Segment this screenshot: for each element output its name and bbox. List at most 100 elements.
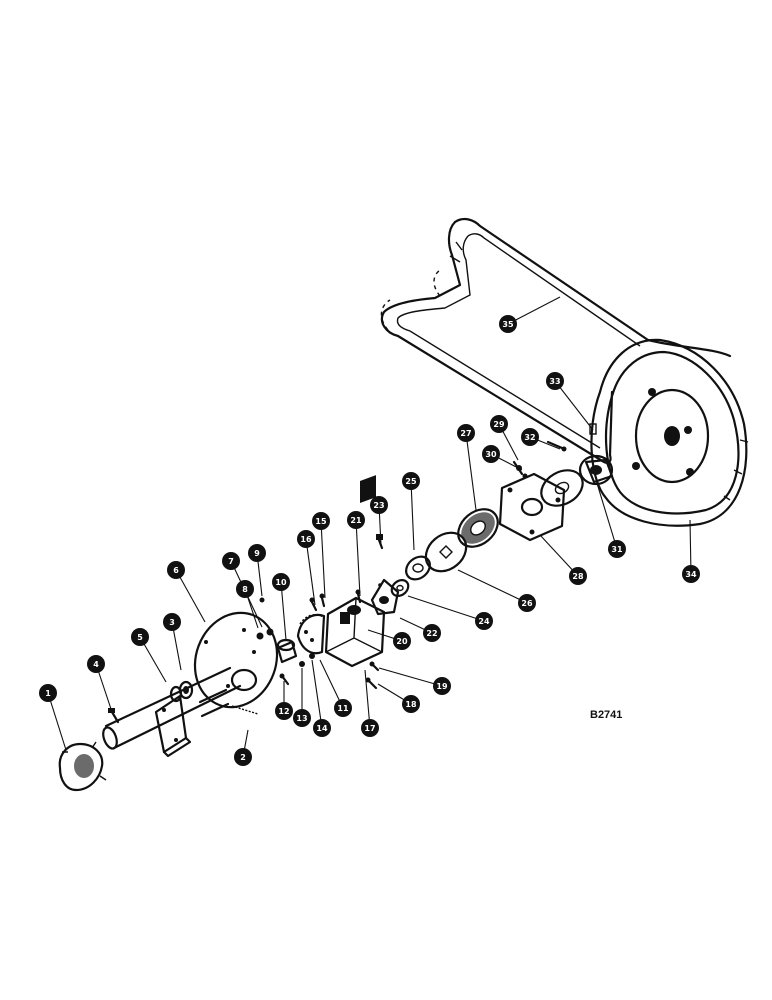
callout-label-34: 34 <box>685 570 697 579</box>
callout-bubble-8 <box>236 580 254 598</box>
callout-label-21: 21 <box>350 516 362 525</box>
callout-17: 17 <box>361 669 379 737</box>
leader-line-17 <box>364 669 371 729</box>
callout-label-17: 17 <box>364 724 375 733</box>
callout-label-13: 13 <box>296 714 307 723</box>
callout-26: 26 <box>457 569 536 612</box>
callout-bubble-23 <box>370 496 388 514</box>
lower-screws <box>365 661 380 690</box>
shaft-collars <box>169 680 230 718</box>
callout-14: 14 <box>311 659 331 737</box>
callout-9: 9 <box>248 544 266 597</box>
callout-bubble-12 <box>275 702 293 720</box>
callout-label-29: 29 <box>493 420 505 429</box>
leader-line-24 <box>407 595 485 622</box>
callout-bubble-22 <box>423 624 441 642</box>
callout-6: 6 <box>167 561 206 623</box>
callout-10: 10 <box>272 573 290 641</box>
callout-8: 8 <box>236 580 259 629</box>
callout-bubble-35 <box>499 315 517 333</box>
callout-label-12: 12 <box>278 707 289 716</box>
leader-line-19 <box>378 667 443 687</box>
callout-bubble-24 <box>475 612 493 630</box>
nuts <box>256 597 274 640</box>
callout-4: 4 <box>87 655 113 713</box>
callout-label-19: 19 <box>436 682 448 691</box>
washer-small <box>390 579 410 597</box>
callout-label-4: 4 <box>93 660 99 669</box>
drawing-code-label: B2741 <box>590 709 622 721</box>
leader-line-34 <box>689 519 692 575</box>
callout-label-33: 33 <box>549 377 560 386</box>
round-plate <box>193 611 279 709</box>
callout-23: 23 <box>370 496 388 546</box>
callout-bubble-16 <box>297 530 315 548</box>
leader-line-10 <box>280 581 287 641</box>
callout-30: 30 <box>482 445 523 471</box>
hex-plate <box>498 472 566 542</box>
callout-bubble-31 <box>608 540 626 558</box>
callout-bubble-34 <box>682 565 700 583</box>
callout-layer: 1234567891011121314151617181920212223242… <box>39 296 700 766</box>
callout-25: 25 <box>402 472 420 551</box>
callout-label-5: 5 <box>137 633 143 642</box>
leader-line-16 <box>305 538 316 606</box>
callout-bubble-5 <box>131 628 149 646</box>
callout-15: 15 <box>312 512 330 599</box>
bracket <box>324 475 386 668</box>
callout-label-22: 22 <box>426 629 437 638</box>
callout-bubble-2 <box>234 748 252 766</box>
callout-3: 3 <box>163 613 182 671</box>
callout-16: 16 <box>297 530 316 606</box>
callout-label-30: 30 <box>485 450 497 459</box>
leader-line-14 <box>311 659 323 729</box>
callout-bubble-9 <box>248 544 266 562</box>
callout-31: 31 <box>595 479 626 558</box>
leader-line-6 <box>175 569 206 623</box>
callout-bubble-32 <box>521 428 539 446</box>
leader-line-15 <box>320 520 326 599</box>
callout-label-20: 20 <box>396 637 408 646</box>
small-bolt-and-nut <box>512 460 528 479</box>
callout-bubble-19 <box>433 677 451 695</box>
callout-label-6: 6 <box>173 566 179 575</box>
leader-line-1 <box>47 692 67 751</box>
callout-bubble-27 <box>457 424 475 442</box>
callout-label-1: 1 <box>45 689 51 698</box>
callout-label-35: 35 <box>502 320 514 329</box>
coil-pin <box>231 705 259 715</box>
callout-24: 24 <box>407 595 493 630</box>
callout-label-9: 9 <box>254 549 260 558</box>
callout-label-11: 11 <box>337 704 349 713</box>
callout-29: 29 <box>490 415 519 461</box>
bolt-4 <box>108 708 120 724</box>
callout-11: 11 <box>319 659 352 717</box>
callout-bubble-11 <box>334 699 352 717</box>
callout-35: 35 <box>499 296 561 333</box>
leader-line-33 <box>554 380 594 431</box>
callout-28: 28 <box>539 534 587 585</box>
callout-21: 21 <box>347 511 365 597</box>
bushing <box>276 638 298 664</box>
callout-bubble-6 <box>167 561 185 579</box>
callout-bubble-21 <box>347 511 365 529</box>
leader-line-28 <box>539 534 579 577</box>
callout-label-7: 7 <box>228 557 234 566</box>
leader-line-35 <box>507 296 561 325</box>
callout-1: 1 <box>39 684 67 751</box>
leader-line-27 <box>465 432 477 511</box>
callout-13: 13 <box>293 668 311 727</box>
callout-5: 5 <box>131 628 167 683</box>
callout-bubble-13 <box>293 709 311 727</box>
callout-bubble-30 <box>482 445 500 463</box>
leader-line-26 <box>457 569 528 604</box>
pulley-hub <box>578 454 614 486</box>
callout-bubble-25 <box>402 472 420 490</box>
end-disc <box>58 741 107 792</box>
callout-12: 12 <box>275 681 293 720</box>
bolt <box>546 440 567 452</box>
callout-bubble-29 <box>490 415 508 433</box>
bearing-flange <box>370 578 400 616</box>
callout-label-28: 28 <box>572 572 584 581</box>
